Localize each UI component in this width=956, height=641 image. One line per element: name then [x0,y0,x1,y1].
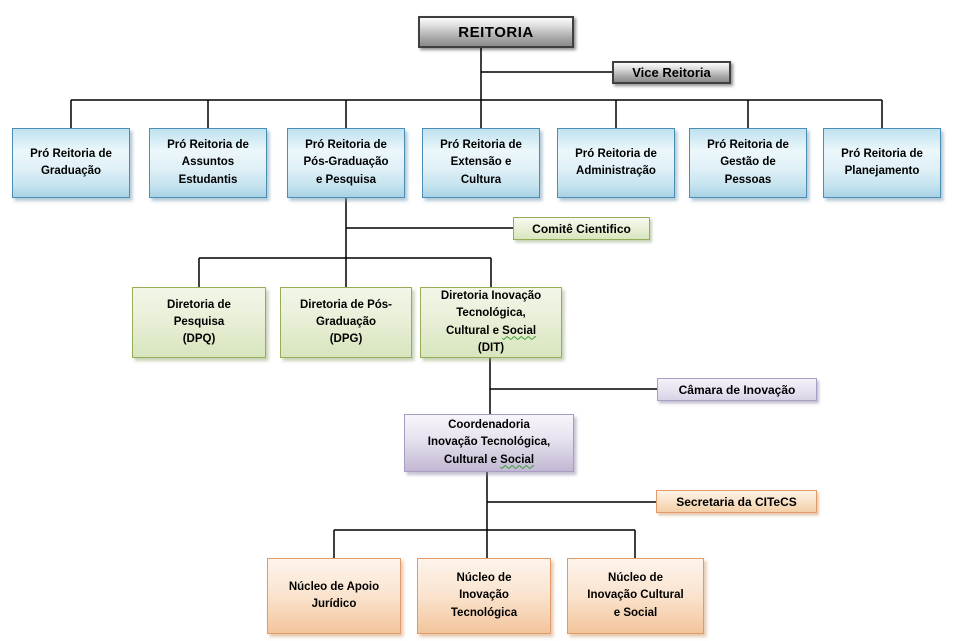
node-label: Diretoria Inovação Tecnológica, Cultural… [441,288,541,357]
org-node-secretaria-citecs: Secretaria da CITeCS [656,490,817,513]
node-label: Diretoria de Pesquisa (DPQ) [167,298,231,346]
org-node-diretoria-pos-graduacao-dpg: Diretoria de Pós- Graduação (DPG) [280,287,412,358]
org-node-nucleo-apoio-juridico: Núcleo de Apoio Jurídico [267,558,401,634]
node-label: Comitê Cientifico [532,221,631,236]
node-label: Pró Reitoria de Planejamento [841,147,923,177]
node-label-part: (DIT) [477,341,505,354]
org-node-pro-reitoria-gestao-pessoas: Pró Reitoria de Gestão de Pessoas [689,128,807,198]
node-label: Vice Reitoria [632,65,711,80]
node-label: Núcleo de Apoio Jurídico [288,580,380,610]
org-node-pro-reitoria-extensao-cultura: Pró Reitoria de Extensão e Cultura [422,128,540,198]
org-node-vice-reitoria: Vice Reitoria [612,61,731,84]
org-node-pro-reitoria-administracao: Pró Reitoria de Administração [557,128,675,198]
org-node-coordenadoria-citecs: Coordenadoria Inovação Tecnológica, Cult… [404,414,574,472]
org-node-nucleo-inovacao-tecnologica: Núcleo de Inovação Tecnológica [417,558,551,634]
org-node-diretoria-inovacao-dit: Diretoria Inovação Tecnológica, Cultural… [420,287,562,358]
node-label: Pró Reitoria de Graduação [30,147,112,177]
spellchecked-word: Social [500,453,535,466]
node-label: Coordenadoria Inovação Tecnológica, Cult… [428,417,551,469]
node-label: Diretoria de Pós- Graduação (DPG) [299,298,393,346]
node-label: Pró Reitoria de Pós-Graduação e Pesquisa [303,139,389,186]
node-label: Pró Reitoria de Gestão de Pessoas [707,139,789,186]
org-node-reitoria: REITORIA [418,16,574,48]
spellchecked-word: Social [502,324,537,337]
node-label: Núcleo de Inovação Tecnológica [450,572,518,619]
org-node-pro-reitoria-pos-graduacao-pesquisa: Pró Reitoria de Pós-Graduação e Pesquisa [287,128,405,198]
org-node-comite-cientifico: Comitê Cientifico [513,217,650,240]
node-label: Secretaria da CITeCS [676,494,797,509]
node-label: Pró Reitoria de Administração [575,147,657,177]
org-node-pro-reitoria-graduacao: Pró Reitoria de Graduação [12,128,130,198]
node-label-part: Diretoria Inovação Tecnológica, Cultural… [440,290,542,337]
node-label: REITORIA [458,23,534,41]
node-label-part: Coordenadoria Inovação Tecnológica, Cult… [427,419,551,466]
node-label: Núcleo de Inovação Cultural e Social [587,572,684,619]
node-label: Pró Reitoria de Extensão e Cultura [440,139,522,186]
node-label: Pró Reitoria de Assuntos Estudantis [167,139,249,186]
org-node-pro-reitoria-assuntos-estudantis: Pró Reitoria de Assuntos Estudantis [149,128,267,198]
org-node-nucleo-inovacao-cultural-social: Núcleo de Inovação Cultural e Social [567,558,704,634]
org-node-camara-inovacao: Câmara de Inovação [657,378,817,401]
node-label: Câmara de Inovação [678,382,796,397]
org-node-diretoria-pesquisa-dpq: Diretoria de Pesquisa (DPQ) [132,287,266,358]
org-node-pro-reitoria-planejamento: Pró Reitoria de Planejamento [823,128,941,198]
